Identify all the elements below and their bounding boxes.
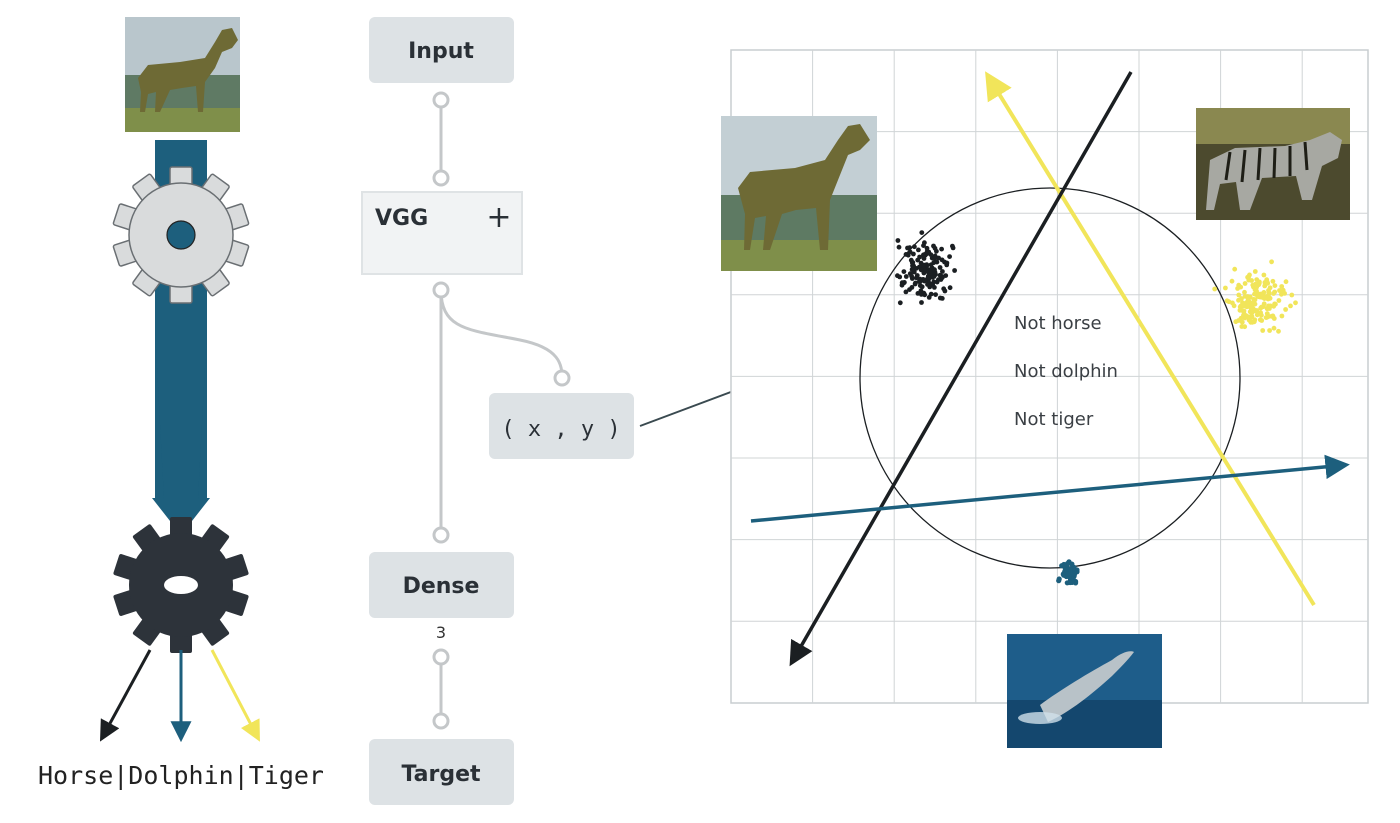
pretrained-gear-icon [112,166,250,304]
not-tiger-label: Not tiger [1014,409,1094,430]
tiger-boundary-arrow [985,71,1316,607]
tiger-class-arrow [210,649,260,742]
classifier-gear-icon [113,517,249,653]
class-names-label: Horse|Dolphin|Tiger [38,761,324,790]
vgg-node[interactable]: VGG + [361,191,523,275]
dolphin-image [1007,634,1162,748]
left-panel: Horse|Dolphin|Tiger [38,17,324,790]
input-node-label: Input [408,39,474,64]
tiger-image [1196,108,1350,220]
dolphin-cluster [1056,559,1080,586]
network-diagram: Input VGG + ( x , y ) Dense 3 Target [361,17,634,805]
dense-node[interactable]: Dense [369,552,514,618]
connector-ports [432,91,571,730]
horse-class-arrow [99,649,152,742]
decision-circle [859,187,1241,569]
embedding-plot: Not horse Not dolphin Not tiger [721,49,1369,748]
target-node-label: Target [401,762,481,787]
target-node[interactable]: Target [369,739,514,805]
horse-boundary-arrow [789,71,1133,667]
vgg-node-label: VGG [375,206,428,231]
not-dolphin-label: Not dolphin [1014,361,1118,382]
horse-image [721,116,877,271]
horse-cluster [895,230,957,306]
input-node[interactable]: Input [369,17,514,83]
horse-thumbnail-small [125,17,240,132]
xy-output-node[interactable]: ( x , y ) [489,393,634,459]
xy-output-label: ( x , y ) [501,417,620,442]
dense-units-label: 3 [436,623,446,642]
tiger-cluster [1212,259,1298,334]
dense-node-label: Dense [403,574,480,599]
dolphin-boundary-arrow [750,454,1350,523]
not-horse-label: Not horse [1014,313,1102,334]
vgg-expand-icon[interactable]: + [486,200,511,235]
